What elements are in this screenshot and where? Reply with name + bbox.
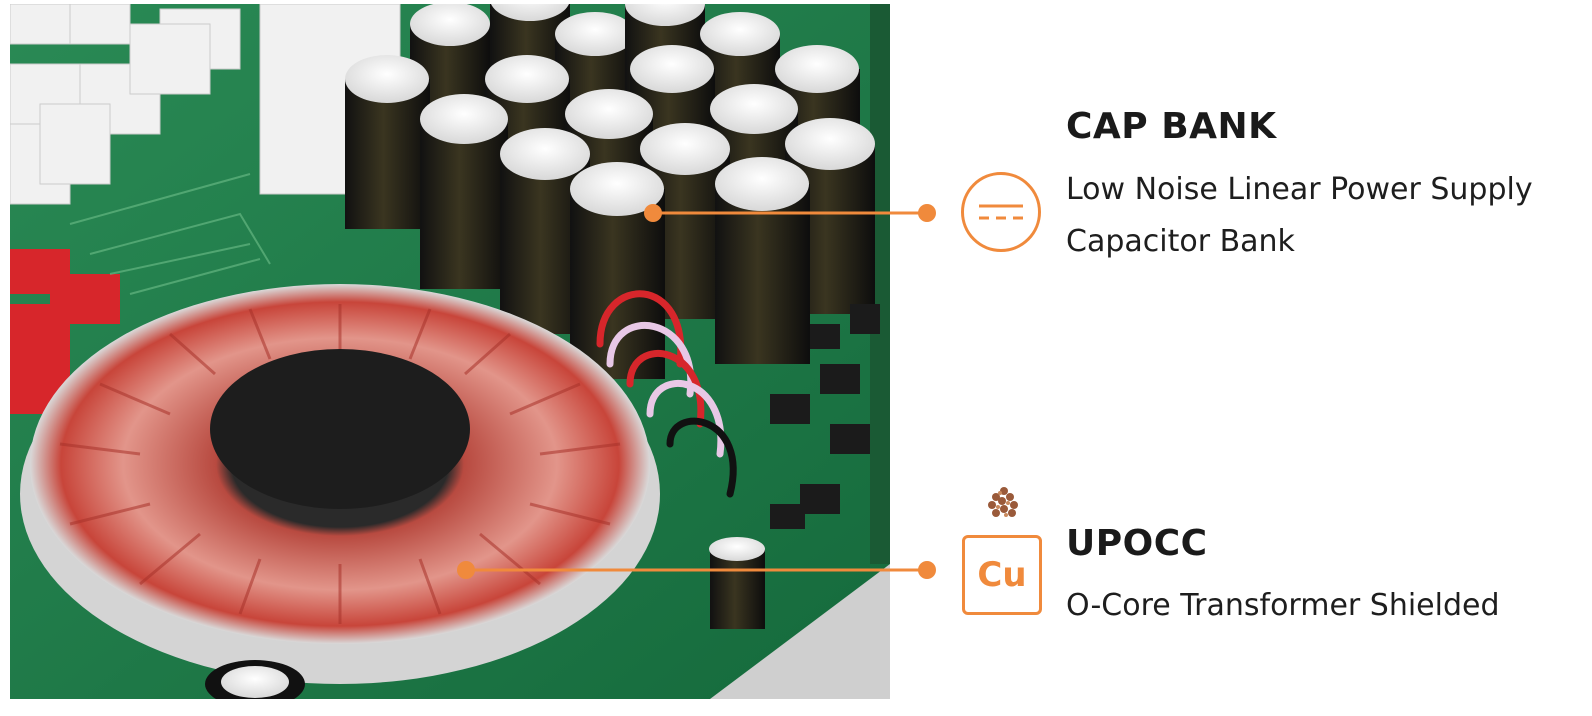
dc-symbol-icon — [961, 172, 1041, 252]
cap-bank-leader-dot — [918, 204, 936, 222]
cap-bank-title: CAP BANK — [1066, 106, 1277, 147]
copper-granules-icon — [988, 487, 1018, 517]
upocc-callout-dot — [457, 561, 475, 579]
product-photo-pcb — [10, 4, 890, 699]
cap-bank-callout-dot — [644, 204, 662, 222]
cap-bank-description-line1: Low Noise Linear Power Supply — [1066, 172, 1533, 207]
upocc-title: UPOCC — [1066, 523, 1208, 564]
upocc-description: O-Core Transformer Shielded — [1066, 588, 1500, 623]
cap-bank-description-line2: Capacitor Bank — [1066, 224, 1295, 259]
pcb-illustration — [10, 4, 890, 699]
upocc-leader-dot — [918, 561, 936, 579]
copper-cu-icon: Cu — [962, 535, 1042, 615]
